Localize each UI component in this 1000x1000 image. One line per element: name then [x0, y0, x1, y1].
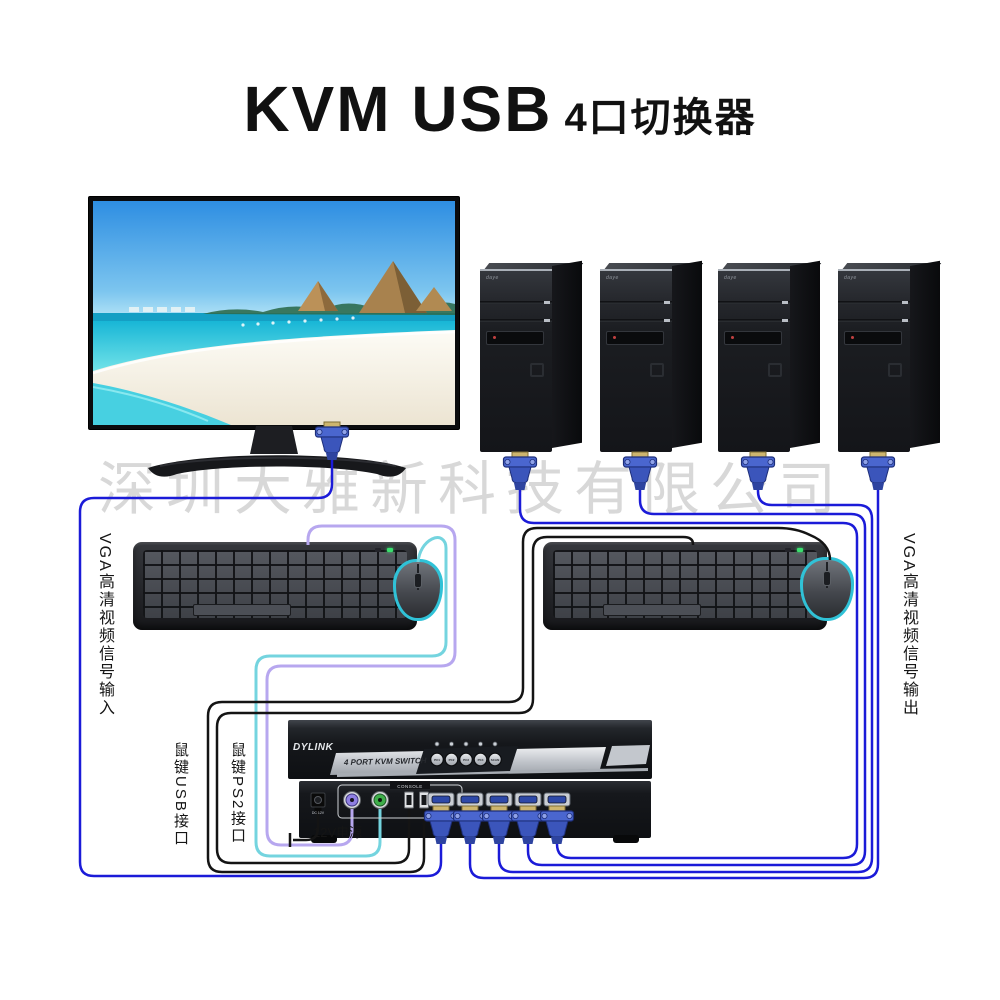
pc1-vga-connector — [502, 451, 538, 491]
beach-wallpaper-image — [93, 201, 455, 425]
front-io-panel — [724, 331, 782, 345]
drive-bay-seam — [718, 319, 790, 322]
computer-tower-2: daye — [600, 260, 704, 452]
tower-logo-emblem — [888, 363, 902, 377]
drive-bay-seam — [600, 319, 672, 322]
drive-bay-seam — [838, 319, 910, 322]
tower-front-face: daye — [480, 269, 552, 452]
keyboard-ps2 — [133, 542, 417, 630]
tower-logo-emblem — [768, 363, 782, 377]
vga-input-label: VGA高清视频信号输入 — [96, 533, 113, 717]
spacebar-key — [193, 604, 291, 616]
computer-tower-1: daye — [480, 260, 584, 452]
tower-brand-label: daye — [724, 275, 737, 281]
tower-side-face — [790, 260, 820, 448]
mouse-ps2 — [393, 559, 443, 621]
tower-front-face: daye — [718, 269, 790, 452]
drive-bay-seam — [838, 301, 910, 304]
computer-tower-3: daye — [718, 260, 822, 452]
vga-output-label: VGA高清视频信号输出 — [900, 533, 917, 717]
tower-logo-emblem — [650, 363, 664, 377]
mouse-usb — [800, 557, 854, 621]
company-watermark: 深圳大雅新科技有限公司 — [98, 457, 847, 522]
drive-bay-seam — [600, 301, 672, 304]
tower-front-face: daye — [838, 269, 910, 452]
tower-side-face — [672, 260, 702, 448]
computer-tower-4: daye — [838, 260, 942, 452]
tower-brand-label: daye — [486, 275, 499, 281]
monitor — [88, 196, 460, 430]
usb-port-label: 鼠键USB接口 — [172, 742, 189, 847]
drive-bay-seam — [480, 301, 552, 304]
keyboard-usb — [543, 542, 827, 630]
spacebar-key — [603, 604, 701, 616]
pc3-vga-connector — [740, 451, 776, 491]
tower-logo-emblem — [530, 363, 544, 377]
keyboard-status-led — [387, 548, 393, 552]
front-io-panel — [606, 331, 664, 345]
pc4-vga-connector — [860, 451, 896, 491]
title-latin: KVM USB — [243, 73, 553, 145]
tower-front-face: daye — [600, 269, 672, 452]
tower-brand-label: daye — [606, 275, 619, 281]
kvm-switch-front-panel — [288, 720, 652, 779]
tower-side-face — [910, 260, 940, 448]
tower-brand-label: daye — [844, 275, 857, 281]
front-io-panel — [844, 331, 902, 345]
front-io-panel — [486, 331, 544, 345]
tower-side-face — [552, 260, 582, 448]
drive-bay-seam — [718, 301, 790, 304]
drive-bay-seam — [480, 319, 552, 322]
mouse-body — [803, 560, 851, 618]
pc2-vga-connector — [622, 451, 658, 491]
mouse-body — [396, 562, 440, 618]
monitor-stand — [148, 426, 406, 477]
power-label: 12V电源 — [313, 825, 363, 840]
monitor-screen — [93, 201, 455, 425]
title-cjk: 4口切换器 — [564, 96, 757, 140]
ps2-port-label: 鼠键PS2接口 — [229, 742, 246, 845]
keyboard-status-led — [797, 548, 803, 552]
